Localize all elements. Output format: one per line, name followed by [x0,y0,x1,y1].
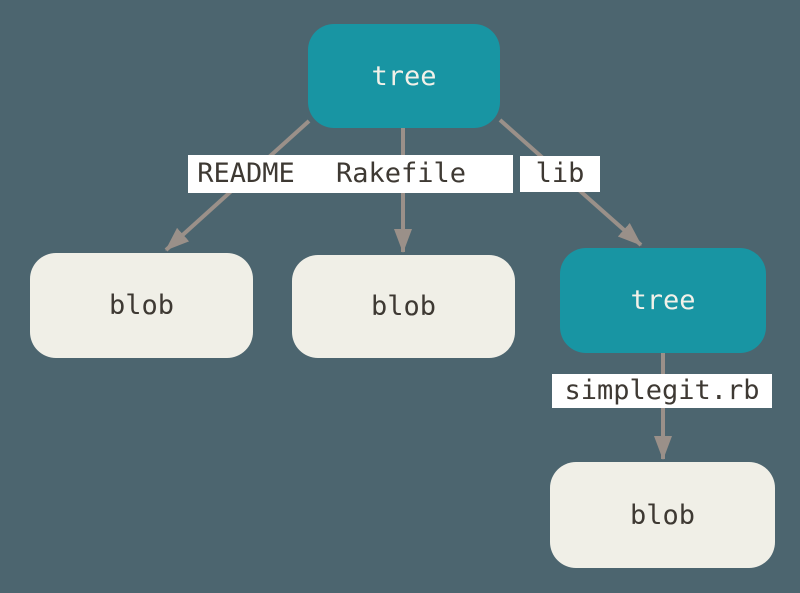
edge-label-box-readme-rakefile [188,155,513,193]
node-readme-blob: blob [30,253,253,358]
simplegit-blob-label: blob [629,499,696,531]
readme-blob-label: blob [108,290,175,321]
node-rakefile-blob: blob [292,255,515,358]
filename-label-readme: README [197,158,295,189]
node-root-tree: tree [308,24,500,128]
rakefile-blob-label: blob [370,291,437,322]
root-tree-label: tree [371,60,437,92]
filename-label-lib: lib [535,158,585,189]
edge-label-box-simplegit-rb [552,374,772,408]
edge-label-box-lib [520,156,600,192]
lib-tree-label: tree [630,285,696,316]
filename-label-simplegit-rb: simplegit.rb [564,375,760,406]
node-simplegit-blob: blob [550,462,775,568]
node-lib-tree: tree [560,248,766,353]
filename-label-rakefile: Rakefile [335,158,467,189]
